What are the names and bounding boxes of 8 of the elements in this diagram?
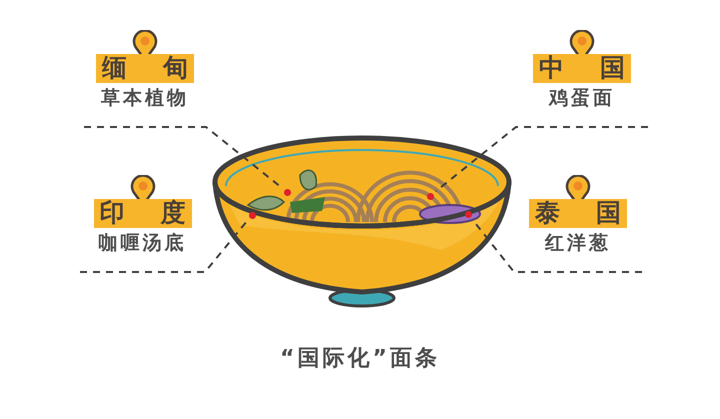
leader-line — [435, 126, 648, 192]
caption: “国际化”面条 — [279, 345, 441, 373]
leader-line — [84, 126, 282, 188]
leader-line — [80, 220, 248, 273]
ingredient-text: 咖喱汤底 — [98, 232, 186, 254]
ingredient-text: 草本植物 — [101, 87, 189, 109]
ingredient-text: 红洋葱 — [545, 232, 611, 254]
ingredient-text: 鸡蛋面 — [549, 87, 615, 109]
